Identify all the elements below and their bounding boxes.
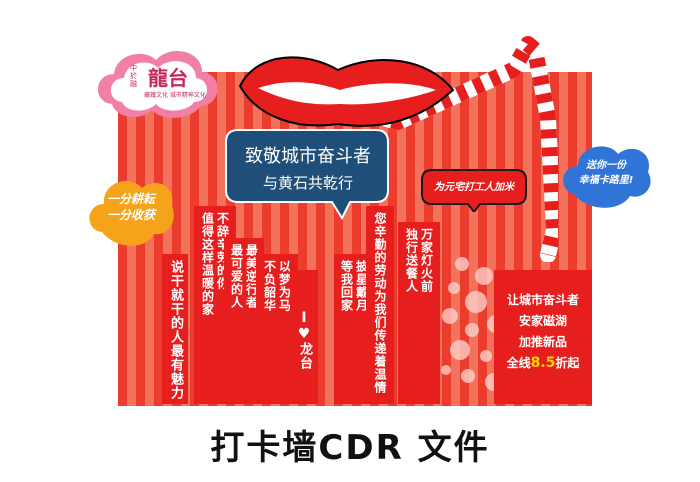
banner-2-text-b: 值得这样温暖的家 <box>200 212 215 316</box>
promo-line2: 安家磁湖 <box>518 314 567 328</box>
banner-8-text-a: 万家灯火前 <box>419 228 434 293</box>
banner-1: 说干就干的人最有魅力 <box>162 254 188 404</box>
orange-cloud-line2: 一分收获 <box>106 208 155 222</box>
logo-name: 龍台 <box>148 66 188 90</box>
orange-cloud <box>89 181 174 246</box>
banner-4-text-a: 以梦为马 <box>277 260 292 312</box>
promo-line1: 让城市奋斗者 <box>506 293 579 307</box>
banner-6-text-b: 等我回家 <box>339 260 354 312</box>
banner-3-text-b: 最可爱的人 <box>229 244 244 309</box>
banner-5-prefix: I <box>301 310 307 326</box>
promo-line4-post: 折起 <box>555 356 580 370</box>
banner-7-text: 您辛勤的劳动为我们传递着温情 <box>373 212 387 394</box>
blue-cloud-line1: 送你一份 <box>586 160 626 171</box>
right-bubble-text: 为元宅打工人加米 <box>434 182 514 193</box>
blue-cloud-line2: 幸福卡路里! <box>578 175 634 186</box>
logo-small-text: 中 於 融 <box>130 64 137 88</box>
main-bubble-line2: 与黄石共乾行 <box>262 174 353 192</box>
banner-8-columns: 万家灯火前独行送餐人 <box>405 228 434 404</box>
banner-4-text-b: 不负韶华 <box>262 260 277 312</box>
lips-straw-decoration <box>238 36 558 262</box>
main-speech-bubble <box>225 129 389 220</box>
logo-tagline: 藏鐵文化 城市精神文化 <box>144 92 206 99</box>
promo-box: 让城市奋斗者 安家磁湖 加推新品 全线8.5折起 <box>494 270 592 404</box>
lips-icon <box>238 56 455 127</box>
main-bubble-line1: 致敬城市奋斗者 <box>245 146 371 167</box>
page-caption: 打卡墙CDR 文件 <box>210 428 490 468</box>
banner-6-text-a: 披星戴月 <box>354 260 369 312</box>
promo-line4: 全线8.5折起 <box>494 353 592 374</box>
banner-6-columns: 披星戴月等我回家 <box>340 260 369 404</box>
banner-5-text: 龙台 <box>297 342 312 370</box>
promo-line3: 加推新品 <box>518 335 567 349</box>
banner-4-columns: 以梦为马不负韶华 <box>263 260 292 404</box>
banner-3-text-a: 最美逆行者 <box>244 244 259 309</box>
right-speech-bubble <box>421 169 527 212</box>
banner-1-text: 说干就干的人最有魅力 <box>168 260 183 400</box>
promo-line4-pre: 全线 <box>506 356 531 370</box>
promo-discount: 8.5 <box>530 355 556 371</box>
banner-5: I ♥ 龙台 <box>290 270 318 404</box>
banner-3-columns: 最美逆行者最可爱的人 <box>230 244 259 404</box>
heart-icon: ♥ <box>297 326 311 342</box>
orange-cloud-line1: 一分耕耘 <box>106 192 155 206</box>
blue-cloud <box>563 146 651 208</box>
logo-cloud <box>97 50 218 118</box>
banner-8-text-b: 独行送餐人 <box>404 228 419 293</box>
banner-7: 您辛勤的劳动为我们传递着温情 <box>366 206 394 404</box>
banner-8: 万家灯火前独行送餐人 <box>398 222 440 404</box>
